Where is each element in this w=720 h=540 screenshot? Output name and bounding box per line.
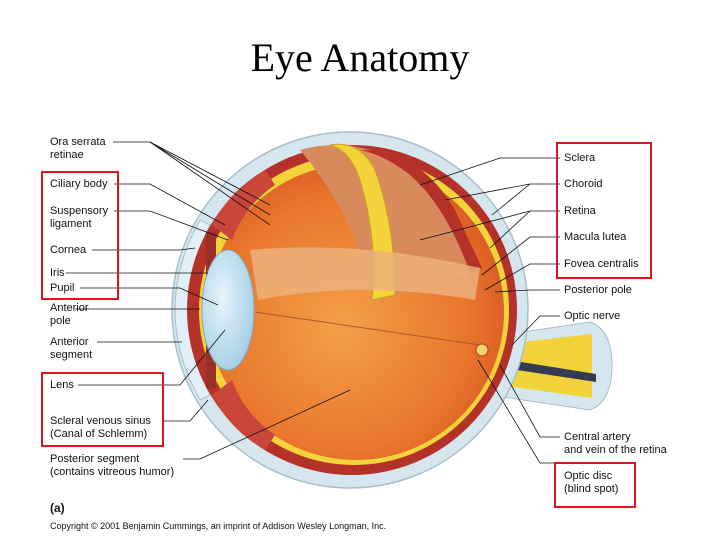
highlight-box-optic-disc xyxy=(554,462,636,508)
cutaway-wedge xyxy=(250,143,482,301)
label-sclera: Sclera xyxy=(564,152,596,164)
optic-disc-mark xyxy=(475,343,489,357)
label-optic-disc: Optic disc(blind spot) xyxy=(564,470,619,495)
label-optic-nerve: Optic nerve xyxy=(564,310,621,322)
highlight-box-ciliary-pupil xyxy=(41,171,119,300)
leader-lines-left xyxy=(66,141,351,460)
label-scleral-venous-sinus: Scleral venous sinus(Canal of Schlemm) xyxy=(50,415,151,440)
copyright-text: Copyright © 2001 Benjamin Cummings, an i… xyxy=(50,521,387,531)
label-lens: Lens xyxy=(50,379,74,391)
lens xyxy=(201,249,255,371)
label-retina: Retina xyxy=(564,205,596,217)
label-choroid: Choroid xyxy=(564,178,603,190)
highlight-box-sclera-fovea xyxy=(556,142,652,279)
iris-lower xyxy=(206,336,216,388)
label-posterior-segment: Posterior segment(contains vitreous humo… xyxy=(50,453,175,478)
ciliary-body-upper xyxy=(212,170,275,240)
label-iris: Iris xyxy=(50,267,65,279)
label-cornea: Cornea xyxy=(50,244,87,256)
iris xyxy=(206,232,216,284)
label-pupil: Pupil xyxy=(50,282,75,294)
label-macula-lutea: Macula lutea xyxy=(564,231,627,243)
leader-lines-right xyxy=(419,157,560,464)
panel-label: (a) xyxy=(50,501,65,515)
label-ciliary-body: Ciliary body xyxy=(50,178,108,190)
highlight-box-lens-sinus xyxy=(41,372,164,447)
label-fovea-centralis: Fovea centralis xyxy=(564,258,639,270)
page-title: Eye Anatomy xyxy=(250,35,470,80)
label-posterior-pole: Posterior pole xyxy=(564,284,632,296)
ciliary-body-lower xyxy=(212,380,275,450)
